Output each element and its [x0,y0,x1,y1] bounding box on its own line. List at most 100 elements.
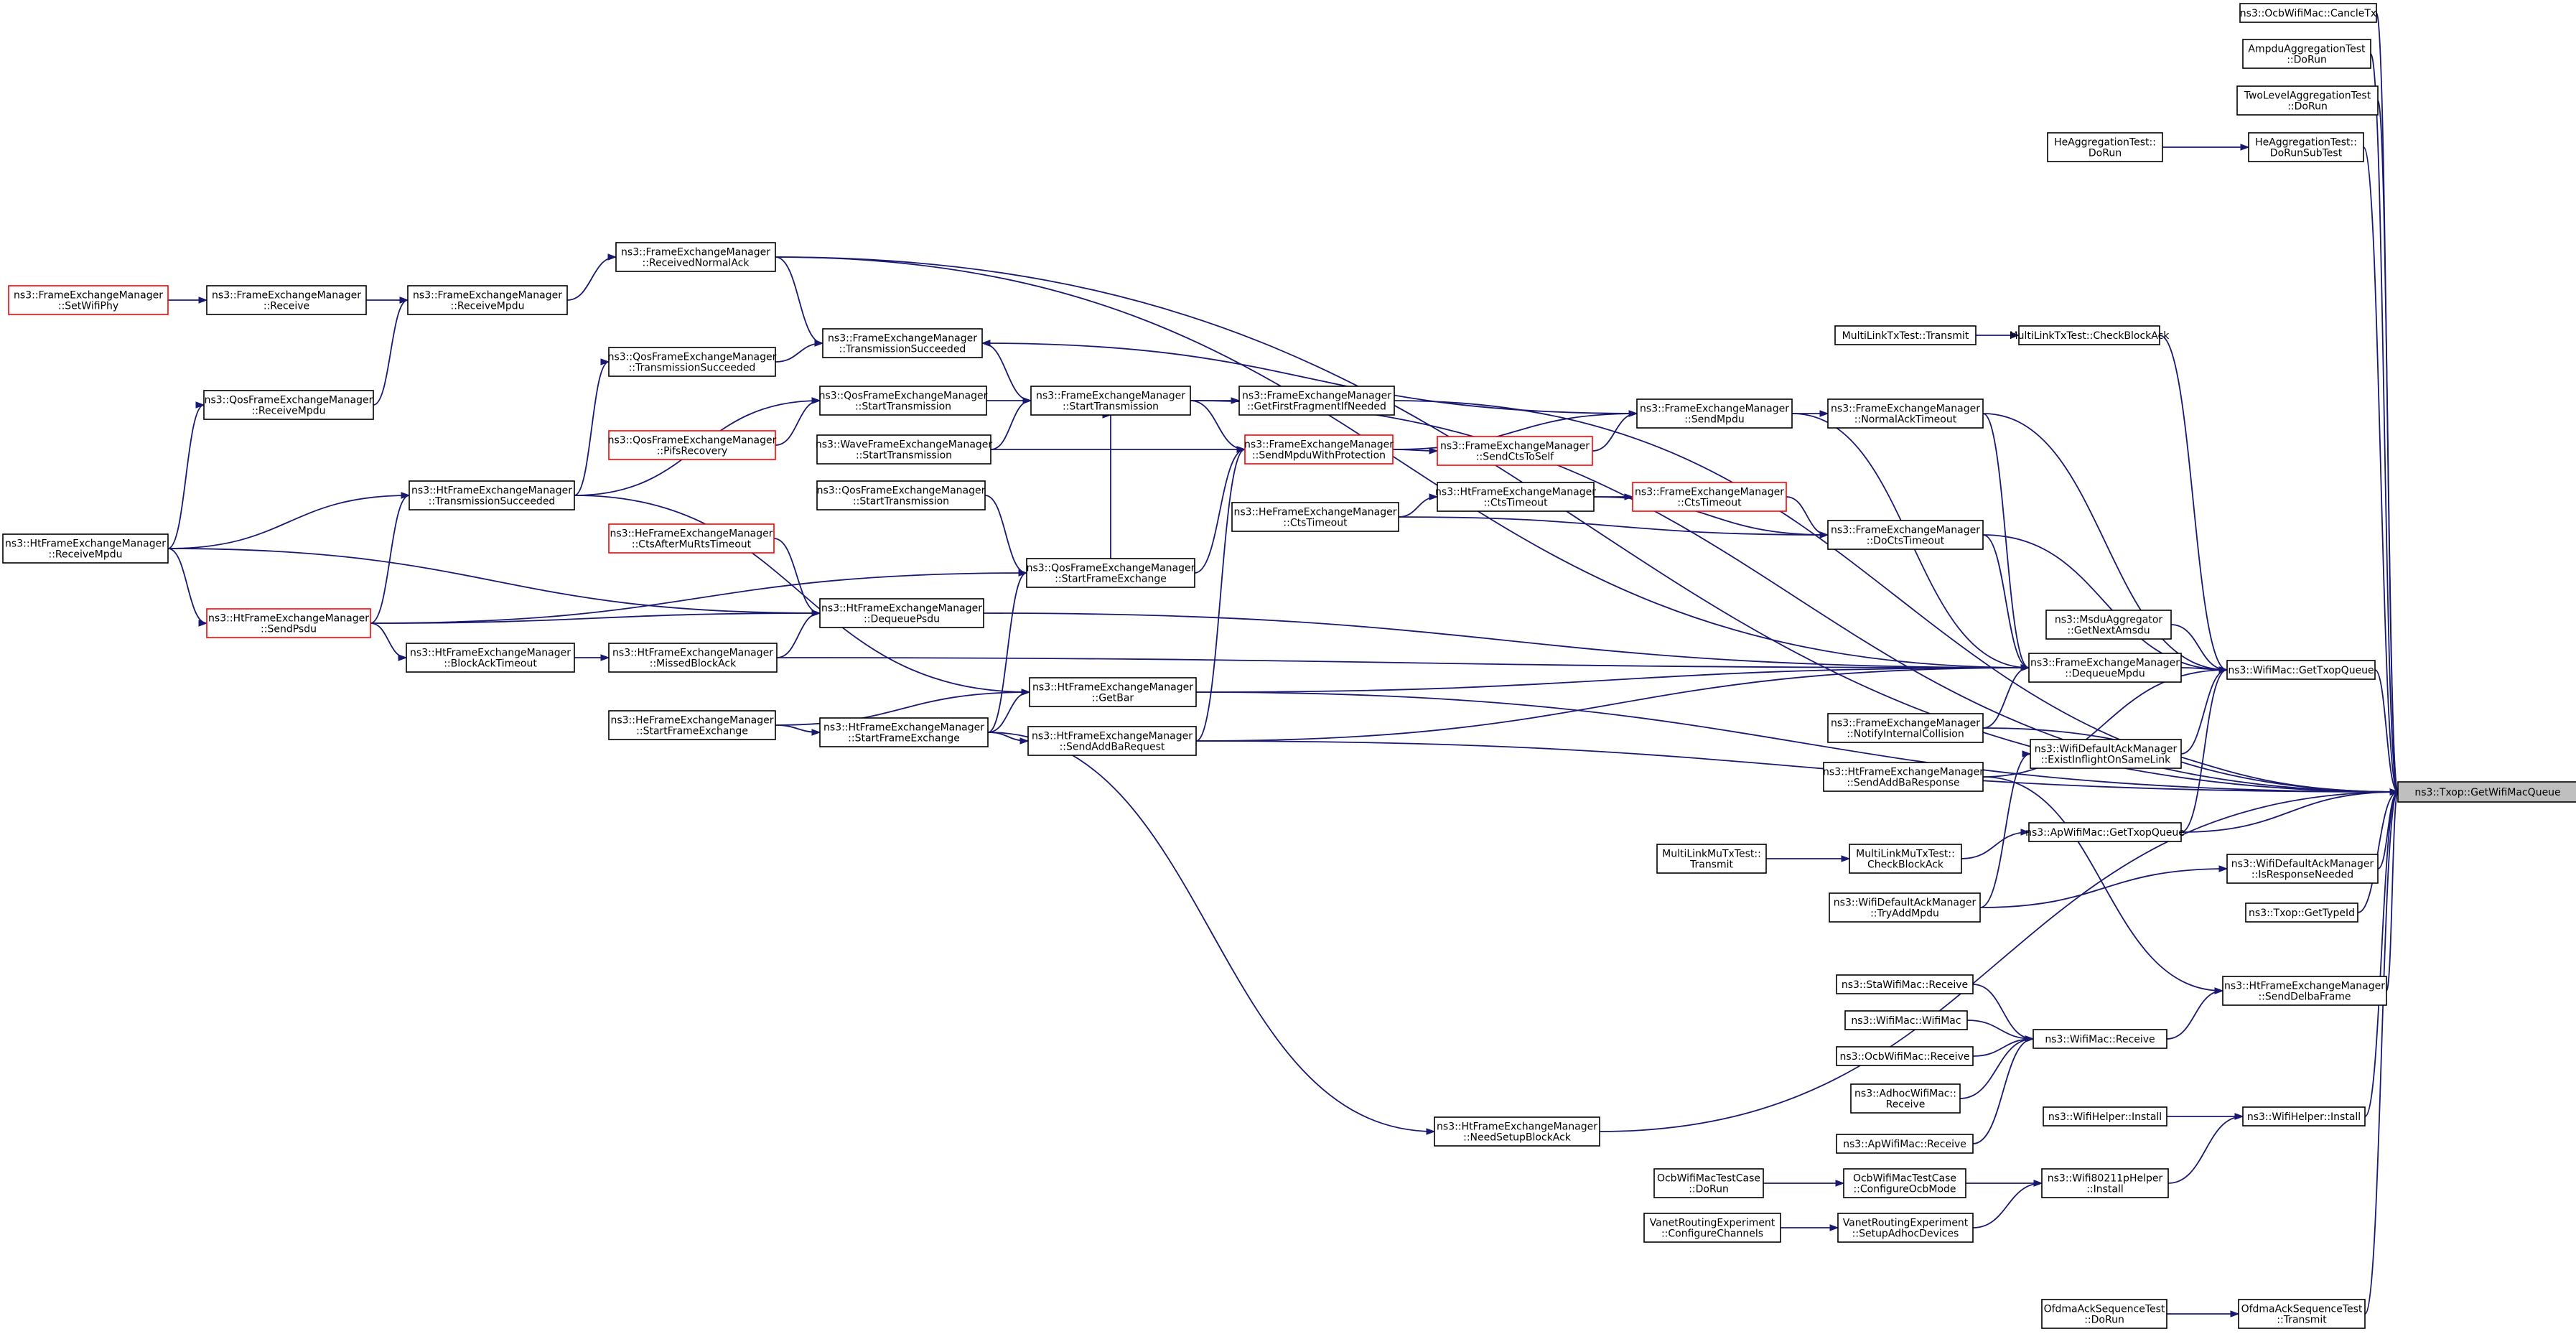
node-fem-dequeuempdu[interactable]: ns3::FrameExchangeManager::DequeueMpdu [2028,653,2182,683]
node-mlmu-checkba[interactable]: MultiLinkMuTxTest::CheckBlockAck [1849,844,1962,874]
node-label: MultiLinkTxTest::CheckBlockAck [2010,330,2170,342]
node-ht-transsucceeded[interactable]: ns3::HtFrameExchangeManager::Transmissio… [409,480,575,510]
node-wifihelper-install-a[interactable]: ns3::WifiHelper::Install [2043,1106,2167,1127]
node-fem-receivednormalack[interactable]: ns3::FrameExchangeManager::ReceivedNorma… [615,242,776,272]
call-edge [987,569,1028,733]
node-ocb-cancletx[interactable]: ns3::OcbWifiMac::CancleTx [2239,3,2377,23]
node-multilink-transmit[interactable]: MultiLinkTxTest::Transmit [1834,325,1977,345]
arrowhead [1819,410,1829,417]
node-ofdma-transmit[interactable]: OfdmaAckSequenceTest::Transmit [2238,1299,2366,1329]
node-box [2222,976,2387,1006]
node-qos-receivempdu[interactable]: ns3::QosFrameExchangeManager::ReceiveMpd… [203,390,374,420]
node-ap-receive[interactable]: ns3::ApWifiMac::Receive [1836,1134,1974,1154]
node-ht-sendaddbaresp[interactable]: ns3::HtFrameExchangeManager::SendAddBaRe… [1823,762,1984,792]
node-apwifimac-gettxopqueue[interactable]: ns3::ApWifiMac::GetTxopQueue [2025,822,2185,842]
node-msdu-getnextamsdu[interactable]: ns3::MsduAggregator::GetNextAmsdu [2045,610,2172,640]
node-ht-needsetupba[interactable]: ns3::HtFrameExchangeManager::NeedSetupBl… [1434,1116,1600,1147]
node-fem-sendmpdu[interactable]: ns3::FrameExchangeManager::SendMpdu [1636,398,1793,429]
node-ht-missedblockack[interactable]: ns3::HtFrameExchangeManager::MissedBlock… [608,643,778,673]
call-edge [1102,411,1112,559]
arrowhead [401,492,411,499]
call-edge [1982,413,2030,671]
node-fem-normalacktimeout[interactable]: ns3::FrameExchangeManager::NormalAckTime… [1827,398,1984,429]
node-fem-receive[interactable]: ns3::FrameExchangeManager::Receive [206,285,367,315]
node-qos-startfe[interactable]: ns3::QosFrameExchangeManager::StartFrame… [1026,558,1195,588]
node-label: ::SetupAdhocDevices [1852,1228,1959,1240]
node-he-startfe[interactable]: ns3::HeFrameExchangeManager::StartFrameE… [608,710,776,740]
node-he-agg-dorun[interactable]: HeAggregationTest::DoRun [2047,132,2163,162]
arrowhead [2230,1310,2240,1317]
node-twolevel-test[interactable]: TwoLevelAggregationTest::DoRun [2236,85,2379,116]
node-box [406,643,575,673]
node-ht-dequeuepsdu[interactable]: ns3::HtFrameExchangeManager::DequeuePsdu [819,598,984,628]
node-fem-sendmpduwp[interactable]: ns3::FrameExchangeManager::SendMpduWithP… [1244,434,1394,465]
node-ht-ctstimeout[interactable]: ns3::HtFrameExchangeManager::CtsTimeout [1435,482,1596,512]
node-ht-blockacktimeout[interactable]: ns3::HtFrameExchangeManager::BlockAckTim… [406,643,575,673]
node-ocb-receive[interactable]: ns3::OcbWifiMac::Receive [1836,1046,1974,1066]
node-vanet-configch[interactable]: VanetRoutingExperiment::ConfigureChannel… [1643,1213,1781,1243]
node-box [2028,822,2182,842]
node-focus[interactable]: ns3::Txop::GetWifiMacQueue [2397,781,2576,803]
node-ht-sendpsdu[interactable]: ns3::HtFrameExchangeManager::SendPsdu [206,608,371,638]
call-edge [1972,1180,2043,1228]
node-wave-starttrans[interactable]: ns3::WaveFrameExchangeManager::StartTran… [816,434,993,465]
node-fem-setwifiphy[interactable]: ns3::FrameExchangeManager::SetWifiPhy [8,285,169,315]
node-box [1027,726,1197,756]
node-ht-startfe[interactable]: ns3::HtFrameExchangeManager::StartFrameE… [819,717,989,747]
node-fem-starttrans[interactable]: ns3::FrameExchangeManager::StartTransmis… [1030,386,1191,416]
call-edge [1195,664,2030,693]
node-fem-getfirstfrag[interactable]: ns3::FrameExchangeManager::GetFirstFragm… [1238,386,1395,416]
node-box [608,347,776,377]
node-qos-starttrans2[interactable]: ns3::QosFrameExchangeManager::StartTrans… [816,480,986,510]
node-multilink-checkba[interactable]: MultiLinkTxTest::CheckBlockAck [2010,325,2170,345]
node-ht-senddelbaframe[interactable]: ns3::HtFrameExchangeManager::SendDelbaFr… [2222,976,2387,1006]
node-defack-existinflight[interactable]: ns3::WifiDefaultAckManager::ExistInfligh… [2030,739,2182,769]
node-label: ::StartFrameExchange [636,726,748,737]
node-label: OcbWifiMacTestCase [1657,1173,1760,1185]
node-wifihelper-install-b[interactable]: ns3::WifiHelper::Install [2242,1106,2366,1127]
node-he-agg-subtest[interactable]: HeAggregationTest::DoRunSubTest [2248,132,2364,162]
call-edge [1975,332,2020,339]
node-box [1636,398,1793,429]
call-edge [1982,664,2030,729]
node-defack-isresponseneeded[interactable]: ns3::WifiDefaultAckManager::IsResponseNe… [2226,854,2379,884]
node-fem-receivempdu[interactable]: ns3::FrameExchangeManager::ReceiveMpdu [407,285,568,315]
call-edge [990,397,1032,450]
node-fem-transsucceeded[interactable]: ns3::FrameExchangeManager::TransmissionS… [822,328,983,358]
node-label: ::CtsTimeout [1677,498,1742,509]
node-box [1849,844,1962,874]
node-ht-sendaddbareq[interactable]: ns3::HtFrameExchangeManager::SendAddBaRe… [1027,726,1197,756]
node-sta-receive[interactable]: ns3::StaWifiMac::Receive [1836,974,1974,994]
node-wifi80211p-install[interactable]: ns3::Wifi80211pHelper::Install [2041,1168,2169,1198]
node-wifimac-receive[interactable]: ns3::WifiMac::Receive [2033,1029,2167,1049]
call-edge [775,724,821,736]
node-ampdu-test[interactable]: AmpduAggregationTest::DoRun [2242,39,2371,69]
node-ofdma-dorun[interactable]: OfdmaAckSequenceTest::DoRun [2041,1299,2167,1329]
node-label: ::Transmit [2277,1315,2327,1326]
node-he-ctstimeout[interactable]: ns3::HeFrameExchangeManager::CtsTimeout [1231,502,1399,532]
node-he-ctsaftermurts[interactable]: ns3::HeFrameExchangeManager::CtsAfterMuR… [608,523,775,554]
node-label: ::TransmissionSucceeded [839,344,966,355]
node-adhoc-receive[interactable]: ns3::AdhocWifiMac::Receive [1850,1083,1961,1114]
node-mlmu-transmit[interactable]: MultiLinkMuTxTest::Transmit [1656,844,1767,874]
node-label: DoRun [2089,148,2122,159]
node-qos-starttrans[interactable]: ns3::QosFrameExchangeManager::StartTrans… [819,386,988,416]
node-label: ::DoRun [2287,101,2328,113]
node-defack-tryaddmpdu[interactable]: ns3::WifiDefaultAckManager::TryAddMpdu [1829,892,1981,923]
node-fem-ctstimeout[interactable]: ns3::FrameExchangeManager::CtsTimeout [1632,482,1787,512]
node-ocb-test-dorun[interactable]: OcbWifiMacTestCase::DoRun [1653,1168,1764,1198]
node-fem-notifyinternal[interactable]: ns3::FrameExchangeManager::NotifyInterna… [1827,713,1984,743]
node-ht-receivempdu[interactable]: ns3::HtFrameExchangeManager::ReceiveMpdu [2,533,169,564]
node-label: ns3::FrameExchangeManager [1831,525,1980,536]
node-wifimac-wifimac[interactable]: ns3::WifiMac::WifiMac [1844,1010,1968,1030]
node-wifimac-gettxopqueue[interactable]: ns3::WifiMac::GetTxopQueue [2226,660,2376,680]
call-nodes: ns3::Txop::GetWifiMacQueuens3::OcbWifiMa… [2,3,2576,1329]
node-qos-pifsrecovery[interactable]: ns3::QosFrameExchangeManager::PifsRecove… [608,430,777,460]
node-ht-getbar[interactable]: ns3::HtFrameExchangeManager::GetBar [1029,677,1197,707]
node-fem-sendctstoself[interactable]: ns3::FrameExchangeManager::SendCtsToSelf [1437,436,1593,466]
node-ocb-test-config[interactable]: OcbWifiMacTestCase::ConfigureOcbMode [1843,1168,1966,1198]
node-vanet-setupadhoc[interactable]: VanetRoutingExperiment::SetupAdhocDevice… [1837,1213,1974,1243]
node-fem-docts[interactable]: ns3::FrameExchangeManager::DoCtsTimeout [1827,520,1984,550]
node-txop-gettypeid[interactable]: ns3::Txop::GetTypeId [2245,902,2358,923]
node-qos-transsucceeded[interactable]: ns3::QosFrameExchangeManager::Transmissi… [608,347,777,377]
